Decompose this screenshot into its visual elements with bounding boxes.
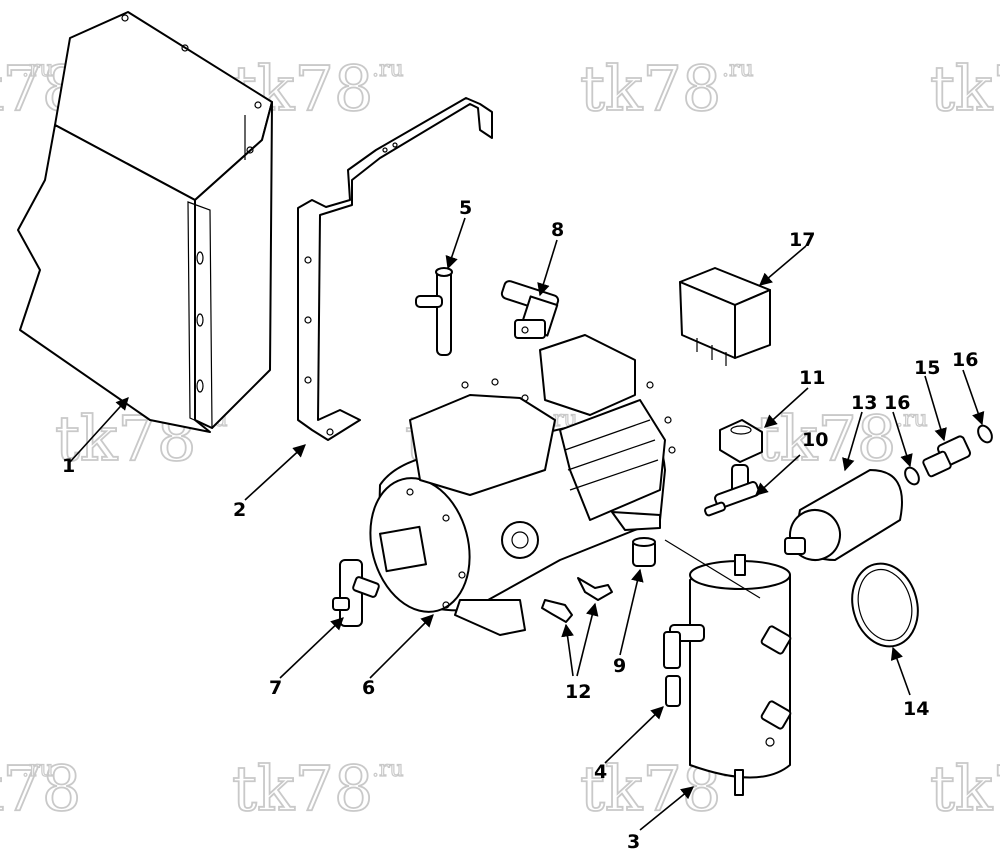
leader-line-6 [369,614,434,679]
watermark-text: tk78 [232,752,373,825]
callout-9: 9 [613,655,626,677]
rotalock-fitting [922,435,972,478]
watermark: tk78 [929,751,1000,826]
leader-line-13 [842,411,863,472]
watermark-suffix: .ru [722,57,754,82]
receiver-tank [664,539,792,796]
leader-line-12a [561,623,574,677]
leader-line-3 [639,786,694,831]
tee-fitting [415,267,453,356]
callout-labels: 1 2 3 4 5 6 7 8 9 10 11 12 13 14 15 16 1… [62,197,978,853]
callout-8: 8 [551,219,564,241]
leader-line-7 [279,617,344,679]
leader-line-15 [924,375,947,442]
leader-lines [69,217,985,831]
callout-10: 10 [802,429,828,451]
watermark-text: tk78 [580,52,721,125]
receiver-strap [851,562,919,648]
callout-11: 11 [799,367,825,389]
watermark-suffix: .ru [896,407,928,432]
mounting-bracket [297,97,493,441]
callout-5: 5 [459,197,472,219]
leader-line-4 [604,706,664,764]
leader-line-8 [537,239,558,297]
watermark: tk78 [929,51,1000,126]
callout-3: 3 [627,831,640,853]
watermark: tk78 .ru [579,51,754,126]
callout-7: 7 [269,677,282,699]
service-valve [500,280,560,339]
leader-line-2 [244,444,306,501]
condenser-coil [17,11,273,433]
watermark: tk78 .ru [0,751,82,826]
leader-line-1 [69,397,129,463]
discharge-valve [332,559,380,627]
o-ring-left [904,466,920,486]
leader-line-16a [892,411,913,468]
callout-6: 6 [362,677,375,699]
leader-line-5 [445,217,466,270]
watermark-text: tk78 [55,402,196,475]
leader-line-10 [755,454,801,496]
callout-16-left: 16 [884,392,910,414]
watermark: tk78 .ru [54,401,228,476]
leader-line-11 [764,387,809,428]
watermark-layer: tk78 .ru tk78 .ru tk78 .ru tk78 tk78 .ru… [0,51,1000,826]
watermark-text: tk78 [0,752,81,825]
leader-line-12b [576,602,599,677]
leader-line-14 [890,646,911,696]
watermark-text: tk78 [930,52,1000,125]
watermark: tk78 .ru [231,751,404,826]
callout-17: 17 [789,229,815,251]
filter-drier [784,469,903,561]
callout-13: 13 [851,392,877,414]
solenoid-coil [719,419,763,463]
compressor [369,334,676,636]
watermark-suffix: .ru [372,757,404,782]
elbow-fitting-b [577,577,613,601]
callout-15: 15 [914,357,940,379]
callout-14: 14 [903,698,929,720]
control-box [679,267,771,366]
elbow-fitting-a [541,599,573,623]
leader-line-17 [759,245,807,286]
leader-line-16b [962,369,985,426]
watermark-suffix: .ru [22,57,54,82]
sight-glass [632,537,656,567]
leader-line-9 [619,568,644,656]
callout-1: 1 [62,455,75,477]
callout-2: 2 [233,499,246,521]
watermark-suffix: .ru [372,57,404,82]
watermark-suffix: .ru [22,757,54,782]
callout-16-right: 16 [952,349,978,371]
watermark-text: tk78 [930,752,1000,825]
solenoid-valve [704,464,760,517]
callout-4: 4 [594,761,607,783]
o-ring-right [977,424,993,444]
callout-12: 12 [565,681,591,703]
fusible-plug [663,624,705,707]
